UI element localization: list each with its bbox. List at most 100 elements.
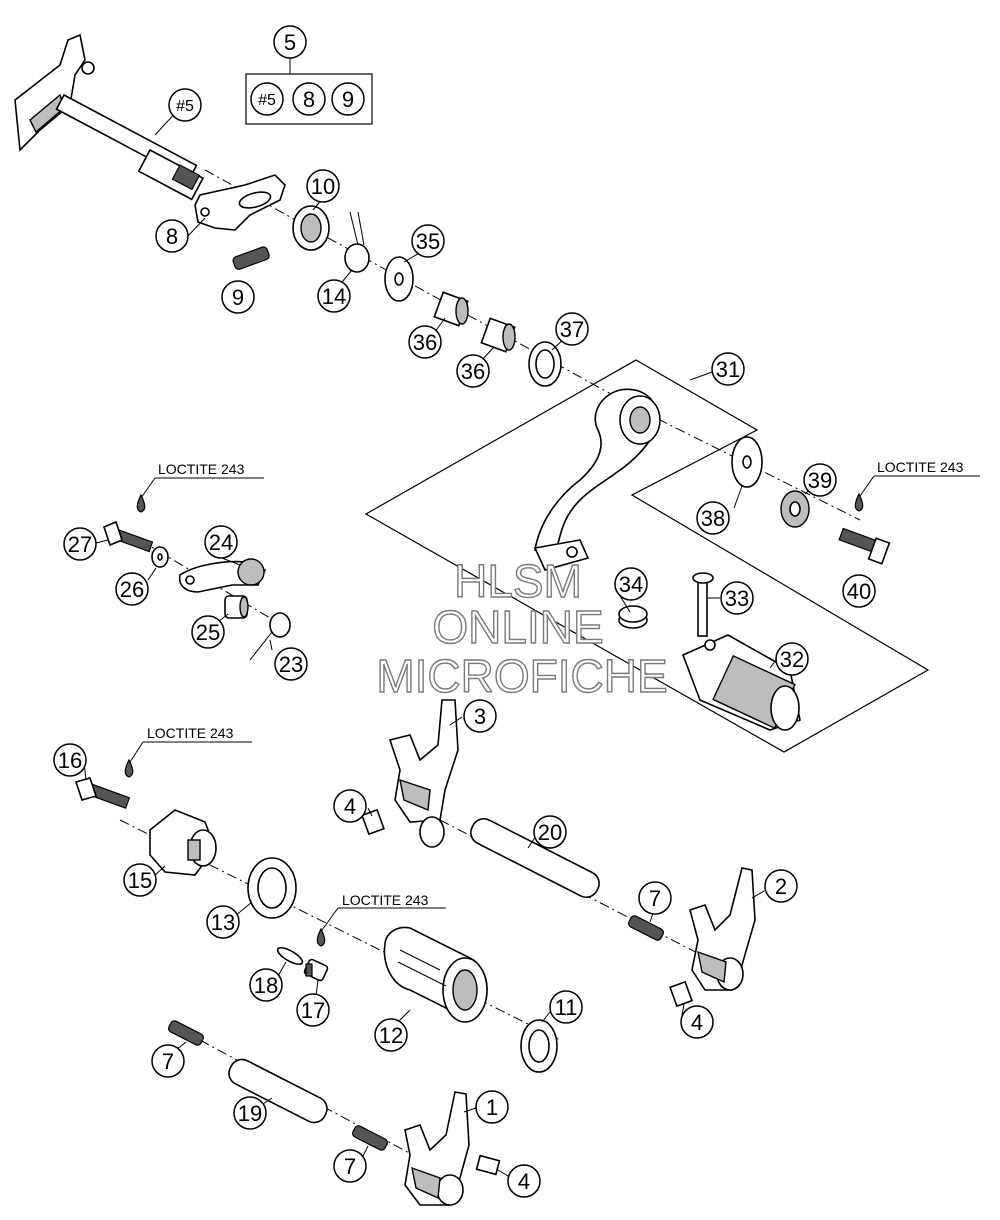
part-4-pin-a [361,808,385,836]
part-4-pin-b [669,980,693,1008]
callout-39-label: 39 [808,468,832,493]
callout-35-label: 35 [416,229,440,254]
part-34-spring [618,605,648,629]
callout-4-c-label: 4 [518,1169,530,1194]
part-1-shift-fork [404,1091,470,1206]
part-36-bearing-a [433,291,469,327]
callout-7-c-label: 7 [344,1154,356,1179]
part-14-spring-clip [344,211,370,273]
callout-1-label: 1 [486,1095,498,1120]
callout-10: 10 [306,169,340,203]
callout-8-label: 8 [166,224,178,249]
kit-5-group-frame [245,73,373,125]
callout-5-kit-c-label: 9 [342,87,354,112]
watermark-line-2: ONLINE [432,601,603,653]
callout-17-label: 17 [301,998,325,1023]
callout-24-label: 24 [209,530,233,555]
part-16-bolt [74,777,131,809]
part-11-bearing [520,1019,558,1073]
part-17-screw [303,958,329,982]
callout-15: 15 [123,863,157,897]
callout-9: 9 [221,280,255,314]
callout-19-label: 19 [238,1101,262,1126]
callout-36-a: 36 [408,325,442,359]
callout-5-kit-c: 9 [331,82,365,116]
part-40-bolt [838,527,891,565]
callout-5-kit-a-label: #5 [258,92,276,109]
part-3-shift-fork [388,699,459,848]
callout-18-label: 18 [254,973,278,998]
callout-36-b-label: 36 [461,359,485,384]
callout-16: 16 [53,743,87,777]
callout-26: 26 [115,572,149,606]
callout-14: 14 [317,279,351,313]
callout-4-c: 4 [507,1164,541,1198]
callout-5-kit-b-label: 8 [303,87,315,112]
callout-5-kit-a: #5 [250,82,284,116]
callout-2: 2 [764,869,798,903]
loctite-text-2: LOCTITE 243 [877,459,964,475]
callout-20-label: 20 [538,820,562,845]
callout-32: 32 [775,642,809,676]
callout-34-label: 34 [619,572,643,597]
callout-3: 3 [463,699,497,733]
part-7-spring-b [168,1020,204,1046]
callout-20: 20 [533,815,567,849]
part-38-washer [731,436,763,488]
callout-11: 11 [549,990,583,1024]
callout-12-label: 12 [379,1023,403,1048]
part-9-spring [232,246,270,270]
part-8-plate [194,174,286,231]
callout-13: 13 [206,905,240,939]
loctite-label-1: LOCTITE 243 [136,461,264,513]
part-15-shift-drum-locating [149,809,217,876]
callout-17: 17 [296,993,330,1027]
callout-26-label: 26 [120,577,144,602]
callout-18: 18 [249,968,283,1002]
callout-40: 40 [842,574,876,608]
callout-25-label: 25 [196,620,220,645]
callout-23-label: 23 [279,652,303,677]
callout-7-c: 7 [333,1149,367,1183]
callout-38-label: 38 [701,506,725,531]
callout-33: 33 [720,581,754,615]
watermark: HLSM ONLINE MICROFICHE [376,554,669,702]
callout-38: 38 [696,501,730,535]
part-37-seal [528,341,562,387]
callout-5-kit-b: 8 [292,82,326,116]
callout-4-a-label: 4 [344,794,356,819]
loctite-label-4: LOCTITE 243 [316,892,446,947]
callout-27: 27 [63,527,97,561]
part-26-washer [151,546,169,568]
part-7-spring-c [352,1125,388,1151]
callout-36-b: 36 [456,354,490,388]
part-24-locking-lever [178,558,267,593]
part-2-shift-fork [689,867,756,991]
callout-33-label: 33 [725,586,749,611]
callout-24: 24 [204,525,238,559]
callout-7-a-label: 7 [649,886,661,911]
callout-16-label: 16 [58,748,82,773]
callout-shaft-label: #5 [176,98,194,115]
callout-35: 35 [411,224,445,258]
shift-lever-group-frame [364,359,930,753]
callout-2-label: 2 [775,874,787,899]
part-35-washer [384,256,414,302]
callout-14-label: 14 [322,284,346,309]
callout-7-b-label: 7 [162,1049,174,1074]
callout-27-label: 27 [68,532,92,557]
callout-4-a: 4 [333,789,367,823]
part-4-pin-c [475,1154,501,1176]
loctite-text-4: LOCTITE 243 [342,892,429,908]
callout-39: 39 [803,463,837,497]
callout-36-a-label: 36 [413,330,437,355]
callout-5-label: 5 [284,30,296,55]
loctite-label-2: LOCTITE 243 [854,459,980,512]
callout-13-label: 13 [211,910,235,935]
loctite-label-3: LOCTITE 243 [124,725,252,778]
callout-3-label: 3 [474,704,486,729]
callout-5: 5 [273,25,307,59]
callout-31-label: 31 [716,357,740,382]
shift-shaft [14,33,205,201]
